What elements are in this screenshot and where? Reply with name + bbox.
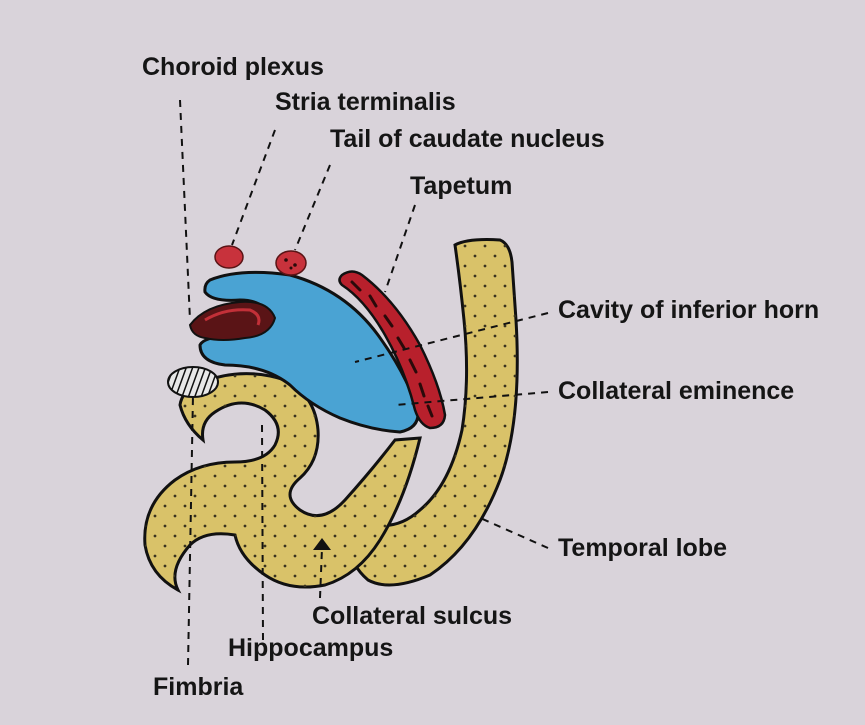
leader-hippocampus <box>262 425 263 640</box>
label-tapetum: Tapetum <box>410 174 512 199</box>
label-temporal-lobe: Temporal lobe <box>558 536 727 561</box>
label-choroid-plexus: Choroid plexus <box>142 55 324 80</box>
label-cavity-of-inferior-horn: Cavity of inferior horn <box>558 298 819 323</box>
leader-choroid-plexus <box>180 100 190 320</box>
label-fimbria: Fimbria <box>153 675 243 700</box>
leader-temporal-lobe <box>478 517 548 548</box>
label-collateral-sulcus: Collateral sulcus <box>312 604 512 629</box>
label-collateral-eminence: Collateral eminence <box>558 379 794 404</box>
leader-tapetum <box>385 205 415 292</box>
label-hippocampus: Hippocampus <box>228 636 393 661</box>
label-stria-terminalis: Stria terminalis <box>275 90 456 115</box>
leader-stria-terminalis <box>232 130 275 245</box>
fimbria-oval <box>168 367 218 397</box>
stria-terminalis-oval <box>215 246 243 268</box>
label-tail-of-caudate-nucleus: Tail of caudate nucleus <box>330 127 605 152</box>
caudate-tail-oval <box>276 251 306 275</box>
choroid-plexus-mass <box>190 302 275 340</box>
leader-tail-caudate <box>295 165 330 250</box>
